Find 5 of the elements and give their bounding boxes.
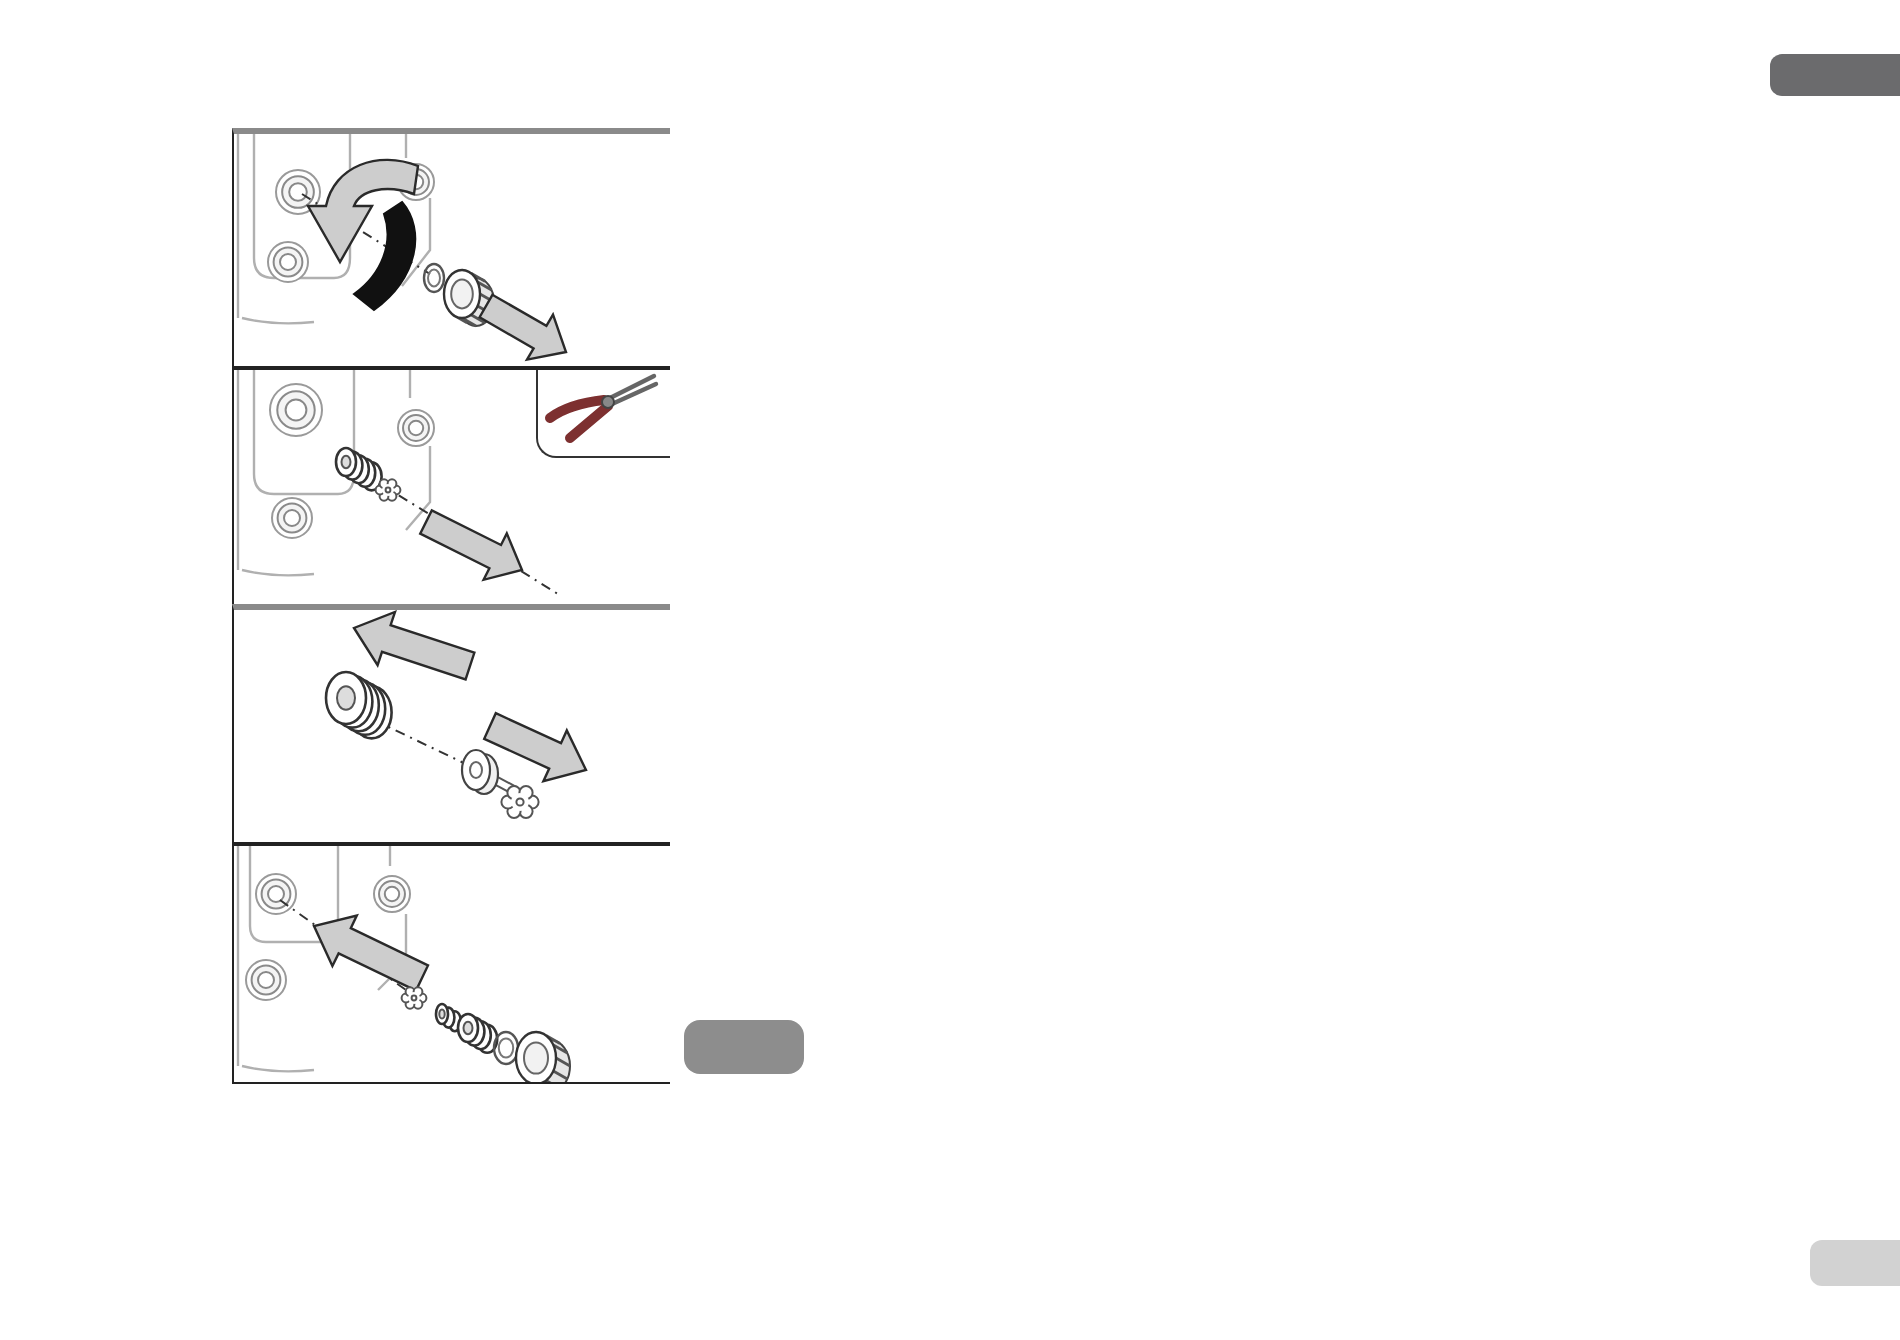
illustration-panel bbox=[232, 842, 670, 1084]
illustration-panel bbox=[232, 366, 670, 606]
inset-panel bbox=[536, 370, 670, 458]
illustration-panel bbox=[232, 604, 670, 844]
illustration-panel bbox=[232, 128, 670, 368]
